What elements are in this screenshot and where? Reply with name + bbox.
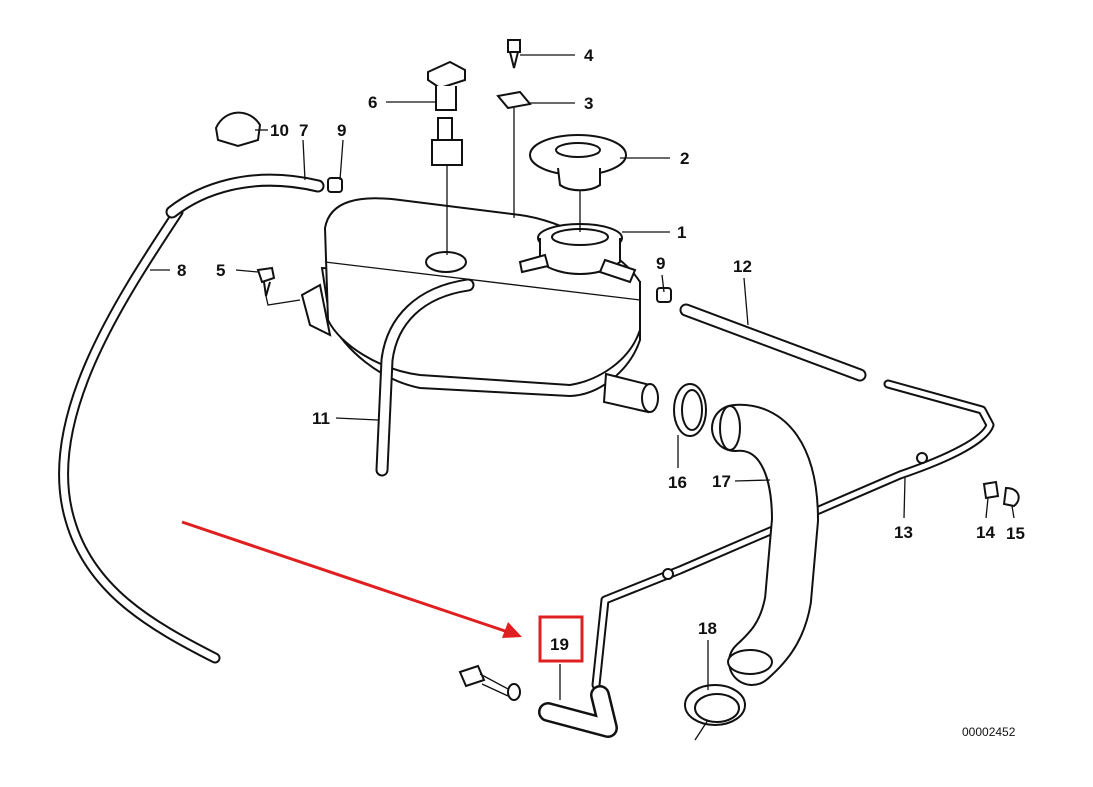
clamp-16 [673,383,707,437]
highlight-annotation [181,520,584,663]
label-5: 5 [216,261,225,280]
highlight-box [538,615,584,663]
label-12: 12 [733,257,752,276]
label-19: 19 [550,635,569,654]
label-1: 1 [677,223,686,242]
label-7: 7 [299,121,308,140]
label-16: 16 [668,473,687,492]
label-4: 4 [584,46,594,65]
label-9: 9 [337,121,346,140]
hose-17 [711,403,819,686]
hose-7 [165,173,325,219]
expansion-tank [300,197,659,414]
label-15: 15 [1006,524,1025,543]
label-17: 17 [712,472,731,491]
label-18: 18 [698,619,717,638]
red-arrow-head-icon [502,622,522,638]
label-8: 8 [177,261,186,280]
label-14: 14 [976,523,995,542]
hose-11 [375,278,475,477]
clamp-18 [684,684,746,726]
leader-lines [150,54,1015,741]
red-arrow-shaft [181,520,509,634]
hose-8 [57,206,221,664]
label-13: 13 [894,523,913,542]
pipe-19 [458,664,618,738]
label-3: 3 [584,94,593,113]
label-10: 10 [270,121,289,140]
pipe-13 [591,379,995,690]
hose-12 [679,303,867,382]
drawing-number: 00002452 [962,725,1016,739]
label-6: 6 [368,93,377,112]
part-labels: 4 3 6 10 7 9 2 1 8 5 9 12 11 16 17 13 14… [177,46,1025,739]
label-9: 9 [656,254,665,273]
label-11: 11 [312,409,330,428]
label-2: 2 [680,149,689,168]
small-parts [214,39,1020,508]
